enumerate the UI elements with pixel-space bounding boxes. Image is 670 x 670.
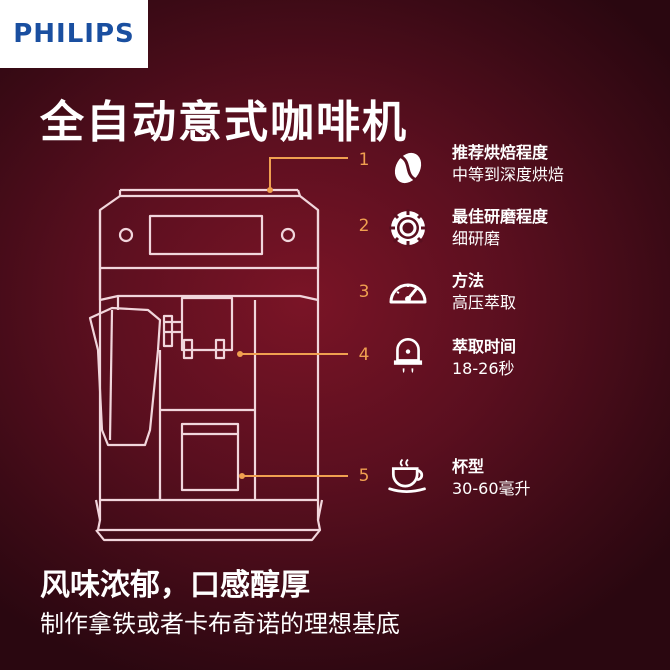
- feature-item: 方法 高压萃取: [452, 270, 516, 314]
- feature-desc: 细研磨: [452, 229, 501, 248]
- brew-drip-icon: [393, 338, 423, 373]
- coffee-bean-icon: [394, 152, 422, 184]
- feature-title: 萃取时间: [452, 337, 517, 356]
- feature-item: 萃取时间 18-26秒: [452, 336, 516, 380]
- feature-desc: 高压萃取: [452, 293, 517, 312]
- subline: 制作拿铁或者卡布奇诺的理想基底: [40, 610, 400, 638]
- callout-number: 4: [358, 345, 370, 365]
- callout-number: 1: [358, 150, 370, 170]
- page-title: 全自动意式咖啡机: [40, 97, 408, 148]
- feature-desc: 18-26秒: [452, 359, 515, 378]
- coffee-cup-icon: [388, 458, 426, 493]
- pressure-gauge-icon: [389, 283, 427, 304]
- headline: 风味浓郁，口感醇厚: [40, 568, 310, 603]
- feature-item: 最佳研磨程度 细研磨: [452, 206, 548, 250]
- feature-desc: 30-60毫升: [452, 479, 531, 498]
- feature-title: 杯型: [452, 457, 485, 476]
- feature-item: 推荐烘焙程度 中等到深度烘焙: [452, 142, 564, 186]
- callout-number: 3: [358, 282, 370, 302]
- feature-desc: 中等到深度烘焙: [452, 165, 565, 184]
- feature-title: 推荐烘焙程度: [452, 143, 549, 162]
- philips-logo: PHILIPS: [0, 0, 148, 68]
- logo-text: PHILIPS: [13, 19, 135, 49]
- feature-title: 最佳研磨程度: [452, 207, 549, 226]
- feature-title: 方法: [452, 271, 485, 290]
- feature-item: 杯型 30-60毫升: [452, 456, 531, 500]
- grinder-icon: [389, 209, 427, 247]
- callout-number: 2: [358, 216, 370, 236]
- callout-number: 5: [358, 466, 370, 486]
